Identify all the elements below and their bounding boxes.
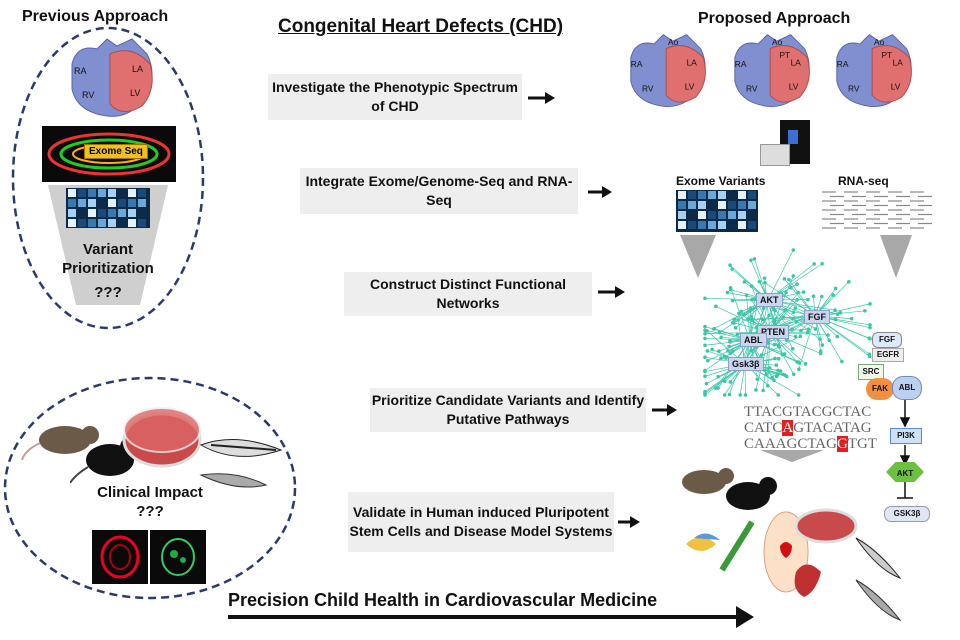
dna-seq-2b: GTACATAG (793, 420, 872, 436)
dna-line-2: CATCAGTACATAG (744, 420, 872, 436)
zebrafish-icon (199, 439, 283, 488)
heart-label-rv: RV (746, 83, 758, 93)
pathway-gsk3b: GSK3β (884, 506, 930, 522)
pathway-pi3k: PI3K (890, 428, 922, 444)
footer-title: Precision Child Health in Cardiovascular… (228, 590, 658, 610)
heart-label-ao: Ao (874, 37, 885, 47)
dna-variant-3: G (836, 436, 848, 452)
heart-label-rv: RV (848, 83, 860, 93)
pathway-arrows (897, 398, 913, 499)
network-node-akt: AKT (756, 293, 783, 307)
dna-seq-3a: CAAAGCTAG (744, 436, 837, 452)
red-heart-cells-image (92, 530, 148, 584)
pathway-abl: ABL (892, 376, 922, 400)
dna-seq-1a: TTACG (744, 404, 793, 420)
network-node-gsk3b: Gsk3β (728, 357, 764, 371)
clinical-impact-label: Clinical Impact (97, 484, 203, 501)
rna-seq-label: RNA-seq (838, 174, 889, 188)
heart-label-lv: LV (685, 82, 695, 92)
heart-label-lv: LV (891, 82, 901, 92)
dna-seq-3b: TGT (847, 436, 877, 452)
heart-label-ra: RA (631, 59, 643, 69)
label-rv: RV (82, 90, 94, 100)
model-systems-illustration (682, 468, 858, 597)
heart-label-la: LA (791, 57, 802, 67)
step-prioritize-variants: Prioritize Candidate Variants and Identi… (370, 388, 646, 432)
pathway-akt: AKT (886, 462, 924, 482)
variant-heatmap-previous (66, 188, 150, 228)
heart-label-pt: PT (881, 50, 892, 60)
label-lv: LV (130, 88, 140, 98)
heart-label-rv: RV (642, 83, 654, 93)
heart-label-pt: PT (779, 50, 790, 60)
exome-variants-label: Exome Variants (676, 174, 766, 188)
proposed-approach-title: Proposed Approach (698, 10, 851, 27)
zebrafish-icon-right (855, 537, 902, 622)
variant-unknown: ??? (94, 284, 122, 301)
dna-variant-2: A (782, 420, 794, 436)
heart-label-ra: RA (735, 59, 747, 69)
network-node-fgf: FGF (804, 310, 830, 324)
dna-line-1: TTACGTACGCTAC (744, 404, 871, 420)
clinical-unknown: ??? (136, 503, 164, 520)
heart-label-la: LA (893, 57, 904, 67)
variant-prioritization-label: Variant Prioritization (62, 241, 154, 277)
previous-ellipse (11, 26, 205, 330)
label-ra: RA (74, 66, 87, 76)
heart-icon-proposed-1: RA RV LA LV Ao (630, 34, 706, 108)
clinical-ellipse (3, 376, 297, 600)
heart-icon-previous: RA RV LA LV (71, 38, 153, 117)
step-validate-ipsc: Validate in Human induced Pluripotent St… (348, 492, 614, 552)
step-functional-networks: Construct Distinct Functional Networks (344, 272, 592, 316)
mouse-icon-left (21, 426, 99, 461)
step-phenotypic-spectrum: Investigate the Phenotypic Spectrum of C… (268, 74, 522, 120)
triangle-right (880, 235, 912, 278)
sequencer-icon (760, 120, 812, 166)
petri-dish-icon (122, 407, 202, 468)
dna-seq-2a: CATC (744, 420, 783, 436)
triangle-dna (760, 450, 824, 462)
heart-label-la: LA (687, 57, 698, 67)
variant-heatmap-proposed (676, 190, 758, 232)
network-node-abl: ABL (740, 333, 767, 347)
green-cells-image (150, 530, 206, 584)
pathway-src: SRC (858, 364, 884, 380)
exome-seq-tag: Exome Seq (84, 144, 148, 159)
network-graph (703, 248, 872, 397)
footer-arrow-head (736, 606, 754, 628)
exome-seq-image: Exome Seq (42, 126, 176, 182)
heart-label-ao: Ao (668, 37, 679, 47)
heart-label-ra: RA (837, 59, 849, 69)
pathway-fak: FAK (866, 378, 894, 400)
heart-label-ao: Ao (772, 37, 783, 47)
pathway-fgf: FGF (872, 332, 902, 348)
pathway-egfr: EGFR (872, 348, 904, 362)
dna-line-3: CAAAGCTAGGTGT (744, 436, 877, 452)
triangle-left (680, 235, 716, 278)
main-title: Congenital Heart Defects (CHD) (278, 16, 564, 37)
rna-seq-reads (822, 191, 932, 229)
previous-approach-title: Previous Approach (22, 8, 169, 25)
dna-seq-1b: TACGCTAC (792, 404, 872, 420)
step-integrate-seq: Integrate Exome/Genome-Seq and RNA-Seq (300, 168, 578, 214)
label-la: LA (132, 64, 143, 74)
step-arrows (528, 92, 677, 528)
heart-label-lv: LV (789, 82, 799, 92)
